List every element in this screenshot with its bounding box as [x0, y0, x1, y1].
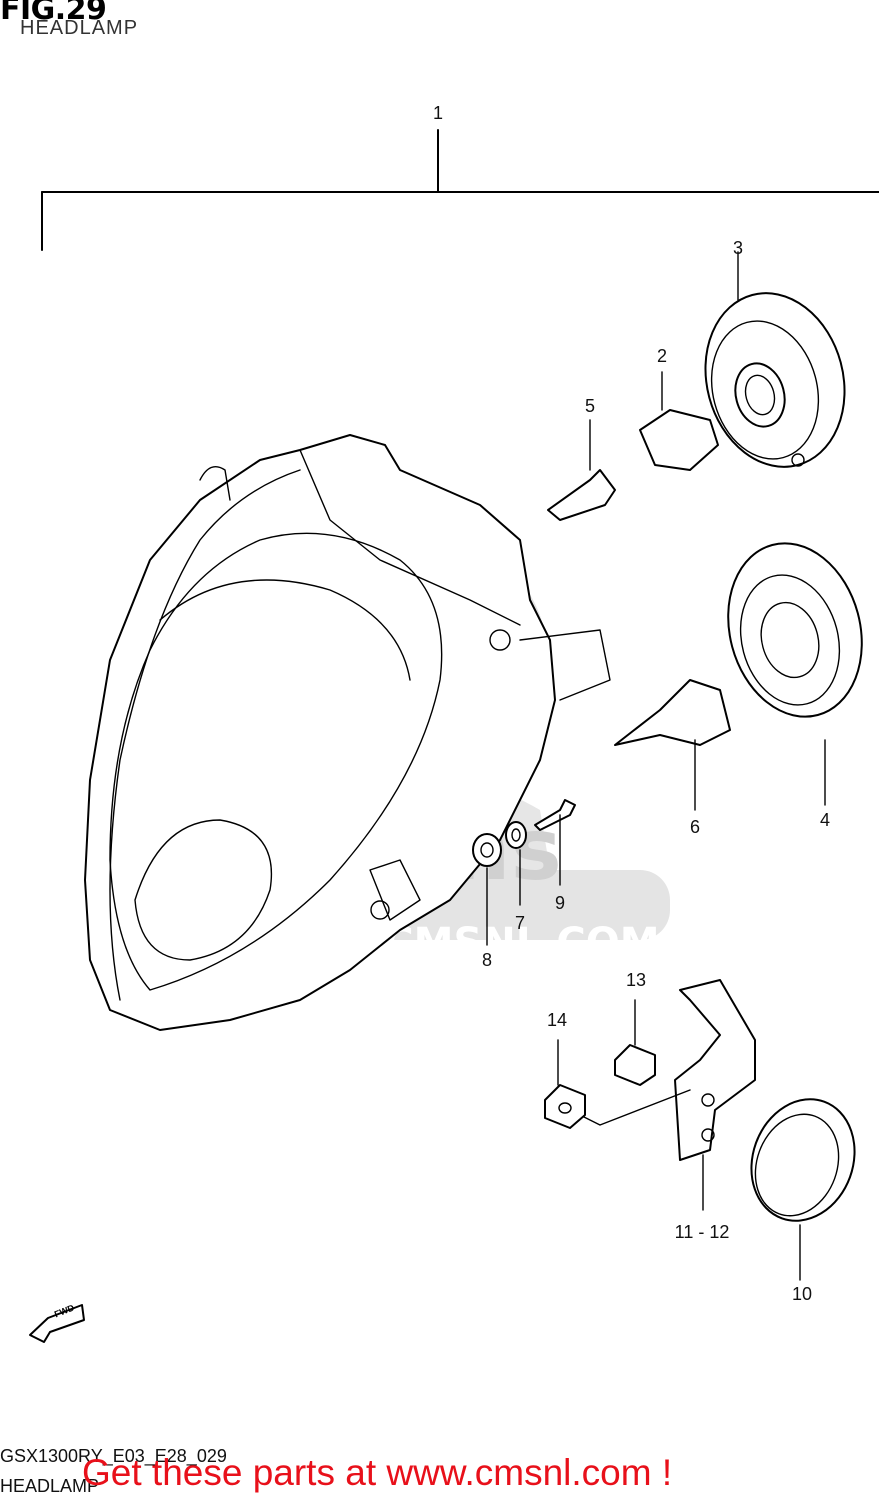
- socket-cover-4: [727, 542, 863, 806]
- assembly-bracket-1: [41, 129, 879, 251]
- fwd-arrow-icon: [29, 1304, 85, 1343]
- washer-7: [505, 821, 527, 906]
- nut-14: [544, 1039, 586, 1129]
- promo-link[interactable]: Get these parts at www.cmsnl.com !: [82, 1452, 673, 1493]
- cover-cap-10: [750, 1098, 856, 1281]
- bulb-socket-2: [639, 371, 719, 471]
- diagram-caption: HEADLAMP: [0, 1476, 100, 1496]
- callout-9: 9: [554, 893, 566, 913]
- headlamp-housing: [84, 434, 611, 1031]
- callout-3: 3: [732, 238, 744, 258]
- callout-4: 4: [819, 810, 831, 830]
- figure-number: FIG.29: [0, 0, 107, 27]
- callout-11-12: 11 - 12: [674, 1222, 730, 1242]
- callout-1: 1: [432, 103, 444, 123]
- callout-8: 8: [481, 950, 493, 970]
- callout-6: 6: [689, 817, 701, 837]
- socket-cover-3: [704, 251, 846, 468]
- callout-14: 14: [546, 1010, 568, 1030]
- grommet-8: [472, 833, 502, 946]
- bulb-6: [614, 679, 731, 811]
- callout-2: 2: [656, 346, 668, 366]
- callout-7: 7: [514, 913, 526, 933]
- diagram-code: GSX1300RY_E03_E28_029: [0, 1446, 227, 1466]
- stay-bracket-11-12: [579, 979, 756, 1211]
- callout-13: 13: [625, 970, 647, 990]
- figure-title: HEADLAMP: [20, 17, 139, 39]
- callout-10: 10: [791, 1284, 813, 1304]
- screw-9: [534, 799, 576, 886]
- callout-5: 5: [584, 396, 596, 416]
- nut-13: [614, 999, 656, 1086]
- bulb-5: [547, 419, 616, 521]
